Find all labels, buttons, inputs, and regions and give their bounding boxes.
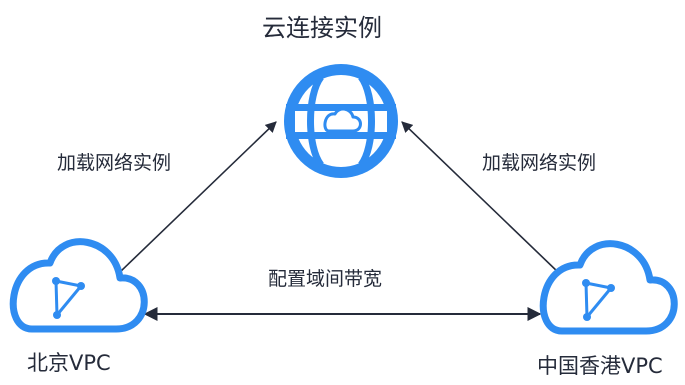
node-label-beijing-vpc: 北京VPC [27, 351, 111, 375]
edge-label-left-load: 加载网络实例 [57, 152, 172, 174]
edge-left-load-arrow [119, 121, 277, 273]
edge-label-right-load: 加载网络实例 [482, 152, 597, 174]
node-label-hongkong-vpc: 中国香港VPC [537, 354, 663, 378]
vpc-cloud-icon-beijing [9, 238, 148, 333]
globe-cloud-icon [284, 64, 398, 178]
edge-label-bandwidth: 配置域间带宽 [268, 268, 383, 290]
vpc-cloud-icon-hongkong [539, 240, 678, 335]
edge-right-load-arrow [401, 121, 561, 275]
node-label-cloud-connect: 云连接实例 [262, 14, 382, 42]
